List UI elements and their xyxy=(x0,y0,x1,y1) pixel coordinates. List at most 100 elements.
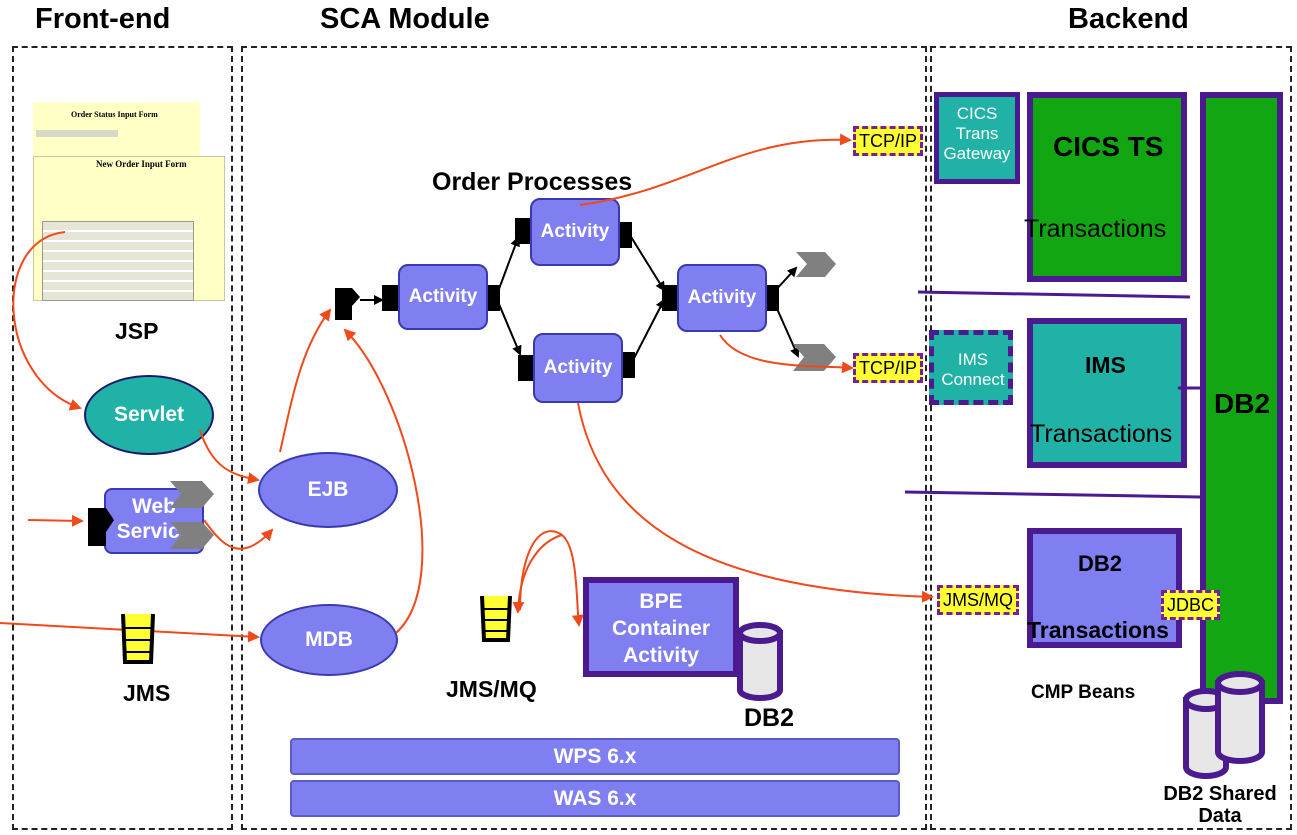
frontend-header: Front-end xyxy=(35,3,171,35)
separator-line xyxy=(917,290,1191,299)
jsp-label: JSP xyxy=(115,318,159,344)
port xyxy=(382,285,398,311)
order-status-form-title: Order Status Input Form xyxy=(71,110,158,119)
activity-label: Activity xyxy=(540,221,610,243)
web-service-label-1: Web xyxy=(132,495,176,518)
input-port xyxy=(335,288,360,320)
was-label: WAS 6.x xyxy=(553,786,637,810)
ims-connect-line1: IMS xyxy=(957,350,989,369)
jms-label: JMS xyxy=(123,680,171,706)
shared-data-line2: Data xyxy=(1198,805,1242,827)
new-order-form-title: New Order Input Form xyxy=(96,159,187,169)
flow-arrow xyxy=(627,231,666,292)
servlet-node: Servlet xyxy=(84,375,214,455)
sca-db2-label: DB2 xyxy=(744,704,795,732)
activity-label: Activity xyxy=(408,286,478,308)
order-processes-label: Order Processes xyxy=(432,168,633,196)
jmsmq-queue-icon xyxy=(480,595,512,642)
bpe-db2-cylinder xyxy=(737,622,783,701)
activity-node-1: Activity xyxy=(398,264,488,330)
cics-ts-label: CICS TS xyxy=(1053,131,1164,162)
port xyxy=(488,285,500,311)
jdbc-tag: JDBC xyxy=(1161,590,1221,620)
db2-column-label: DB2 xyxy=(1214,388,1271,419)
mdb-label: MDB xyxy=(305,627,353,651)
bpe-container-text: BPE Container Activity xyxy=(586,588,736,669)
cics-transactions-label: Transactions xyxy=(1024,215,1167,243)
web-service-label-2: Service xyxy=(116,520,192,543)
ims-connect-line2: Connect xyxy=(941,370,1005,389)
sca-module-header: SCA Module xyxy=(320,3,490,35)
process-flow-arrows xyxy=(360,231,800,367)
backend-header: Backend xyxy=(1068,3,1189,35)
cics-gateway-text: CICS Trans Gateway xyxy=(936,104,1018,164)
cics-gateway-line2: Trans xyxy=(955,124,999,143)
db2-shared-data-cylinders xyxy=(1183,671,1265,779)
activity-to-cics-arrow xyxy=(579,133,852,206)
port xyxy=(662,285,677,311)
port xyxy=(620,222,632,248)
port xyxy=(623,352,635,378)
ejb-to-process-arrow xyxy=(279,308,332,453)
inbound-arrow xyxy=(27,514,84,527)
integration-arrows xyxy=(0,133,934,643)
activity-to-queue-arrow xyxy=(512,534,563,614)
ejb-node: EJB xyxy=(258,452,398,528)
ims-transactions-label: Transactions xyxy=(1030,420,1173,448)
backend-panel xyxy=(930,46,1292,830)
activity-to-ims-arrow xyxy=(719,334,854,374)
order-status-form-image: Order Status Input Form xyxy=(33,102,200,162)
activity-label: Activity xyxy=(687,287,757,309)
wps-bar: WPS 6.x xyxy=(290,738,900,775)
jms-queue-icon xyxy=(121,613,155,664)
form-table xyxy=(42,221,194,301)
jmsmq-tag: JMS/MQ xyxy=(937,585,1019,615)
chevron-icon xyxy=(796,252,836,277)
port xyxy=(518,355,533,381)
mdb-node: MDB xyxy=(260,604,398,676)
activity-label: Activity xyxy=(543,357,613,379)
wps-label: WPS 6.x xyxy=(553,744,637,768)
frontend-panel xyxy=(12,46,233,830)
db2-transactions-label: Transactions xyxy=(1027,617,1169,643)
cics-ts-box xyxy=(1027,92,1187,282)
jmsmq-label: JMS/MQ xyxy=(446,676,537,702)
activity-node-4: Activity xyxy=(677,264,767,332)
db2-transactions-box xyxy=(1027,528,1182,648)
cmp-beans-label: CMP Beans xyxy=(1031,682,1136,703)
tcpip-tag-cics: TCP/IP xyxy=(853,126,924,156)
cics-gateway-box xyxy=(934,92,1020,184)
jsp-to-servlet-arrow xyxy=(12,231,82,411)
tcpip-tag-ims: TCP/IP xyxy=(853,353,924,383)
port xyxy=(515,218,530,244)
bpe-line2: Container xyxy=(611,617,710,640)
queue-to-bpe-arrow xyxy=(519,530,584,627)
mdb-to-process-arrow xyxy=(343,328,424,634)
chevron-icon xyxy=(793,344,836,371)
backend-separators xyxy=(904,290,1201,499)
port xyxy=(767,285,779,311)
chevron-icon xyxy=(170,481,214,508)
ims-box xyxy=(1027,318,1187,468)
bpe-container-box xyxy=(583,577,739,677)
activity-ports xyxy=(88,218,779,546)
activity-to-jmsmq-arrow xyxy=(577,402,934,603)
web-service-port xyxy=(88,508,114,546)
db2-shared-data-label: DB2 Shared Data xyxy=(1150,783,1290,827)
activity-node-2: Activity xyxy=(530,198,620,266)
ims-label: IMS xyxy=(1085,352,1126,378)
servlet-label: Servlet xyxy=(113,402,185,426)
output-chevrons xyxy=(170,252,836,549)
separator-line xyxy=(904,490,1201,499)
cics-gateway-line3: Gateway xyxy=(943,144,1011,163)
shared-data-line1: DB2 Shared xyxy=(1163,783,1277,805)
activity-node-3: Activity xyxy=(533,333,623,403)
db2-box-label: DB2 xyxy=(1078,551,1123,576)
ims-connect-text: IMS Connect xyxy=(931,350,1015,390)
bpe-line1: BPE xyxy=(639,590,683,613)
sca-module-panel xyxy=(241,46,927,830)
flow-arrow xyxy=(629,298,665,367)
new-order-form-image: New Order Input Form xyxy=(33,156,225,301)
servlet-to-ejb-arrow xyxy=(199,429,260,485)
